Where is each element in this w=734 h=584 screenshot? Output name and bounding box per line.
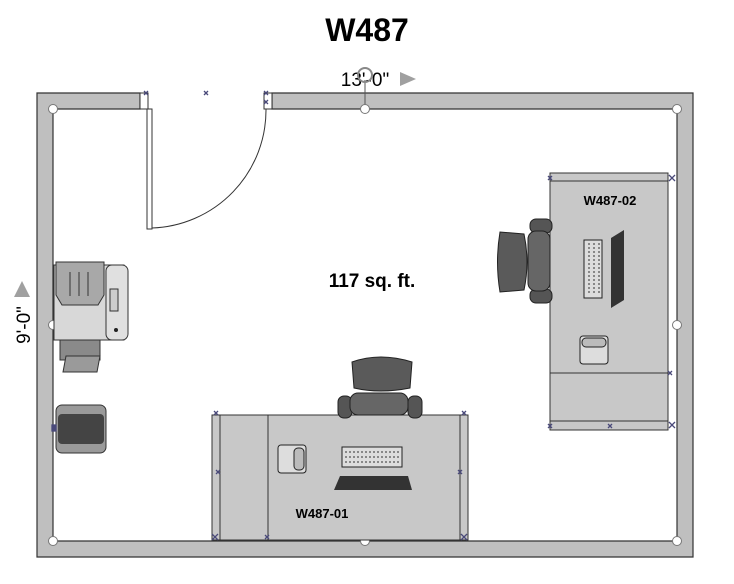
- workstation-label: W487-02: [584, 193, 637, 208]
- room-title: W487: [325, 12, 409, 48]
- printer-icon[interactable]: [53, 261, 129, 373]
- door[interactable]: [146, 108, 267, 230]
- height-dimension: 9'-0": [14, 306, 35, 344]
- workstation-w487-01[interactable]: W487-01: [211, 356, 469, 541]
- workstation-label: W487-01: [296, 506, 349, 521]
- computer-icon: [583, 230, 624, 308]
- width-arrow-icon: [400, 72, 416, 86]
- computer-icon: [334, 446, 412, 490]
- connection-points: [51, 90, 676, 541]
- phone-icon: [277, 444, 307, 474]
- rotate-handle-icon[interactable]: [357, 67, 373, 108]
- chair-icon[interactable]: [337, 356, 423, 419]
- workstation-w487-02[interactable]: W487-02: [497, 172, 669, 431]
- phone-icon: [579, 335, 609, 365]
- trash-bin-icon[interactable]: [55, 404, 107, 454]
- chair-icon[interactable]: [497, 218, 553, 304]
- height-arrow-icon: [14, 281, 30, 297]
- room-area: 117 sq. ft.: [329, 271, 416, 292]
